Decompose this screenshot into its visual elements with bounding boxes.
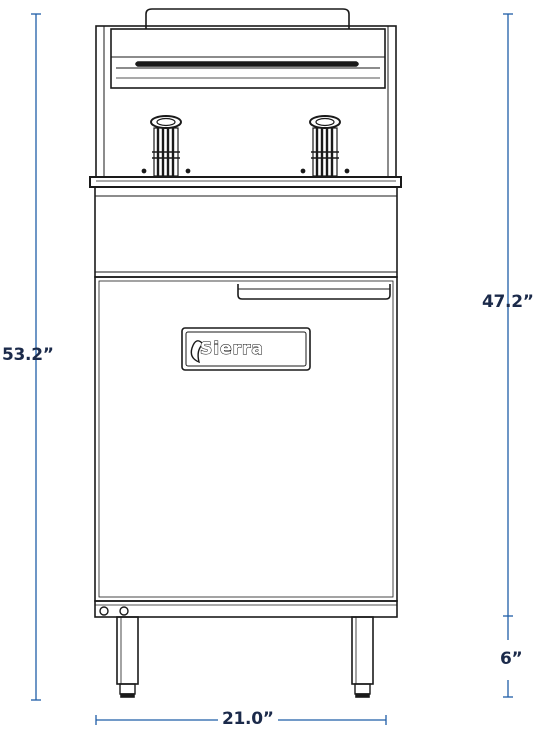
- logo-plate: [181, 327, 311, 371]
- top-handle: [145, 8, 350, 29]
- brand-logo-text: Sierra: [200, 339, 264, 360]
- flue-cover: [110, 28, 386, 89]
- dimension-body-height: [503, 13, 513, 617]
- body-height-label: 47.2”: [482, 292, 534, 312]
- width-label: 21.0”: [218, 709, 278, 729]
- overall-height-label: 53.2”: [2, 345, 54, 365]
- right-leg: [351, 616, 374, 698]
- right-basket-hanger: [309, 115, 341, 177]
- back-splash: [95, 25, 397, 178]
- left-basket-hanger: [150, 115, 182, 177]
- dimension-overall-height: [31, 13, 41, 701]
- dimension-leg-height: [503, 616, 513, 698]
- left-leg: [116, 616, 139, 698]
- upper-panel: [94, 186, 398, 278]
- fryer-unit: [89, 8, 402, 698]
- cabinet-door: [94, 276, 398, 602]
- top-deck: [89, 176, 402, 188]
- flue-vent-slot: [135, 61, 359, 67]
- base-kick: [94, 600, 398, 618]
- leg-height-label: 6”: [500, 649, 523, 669]
- door-handle: [237, 284, 391, 300]
